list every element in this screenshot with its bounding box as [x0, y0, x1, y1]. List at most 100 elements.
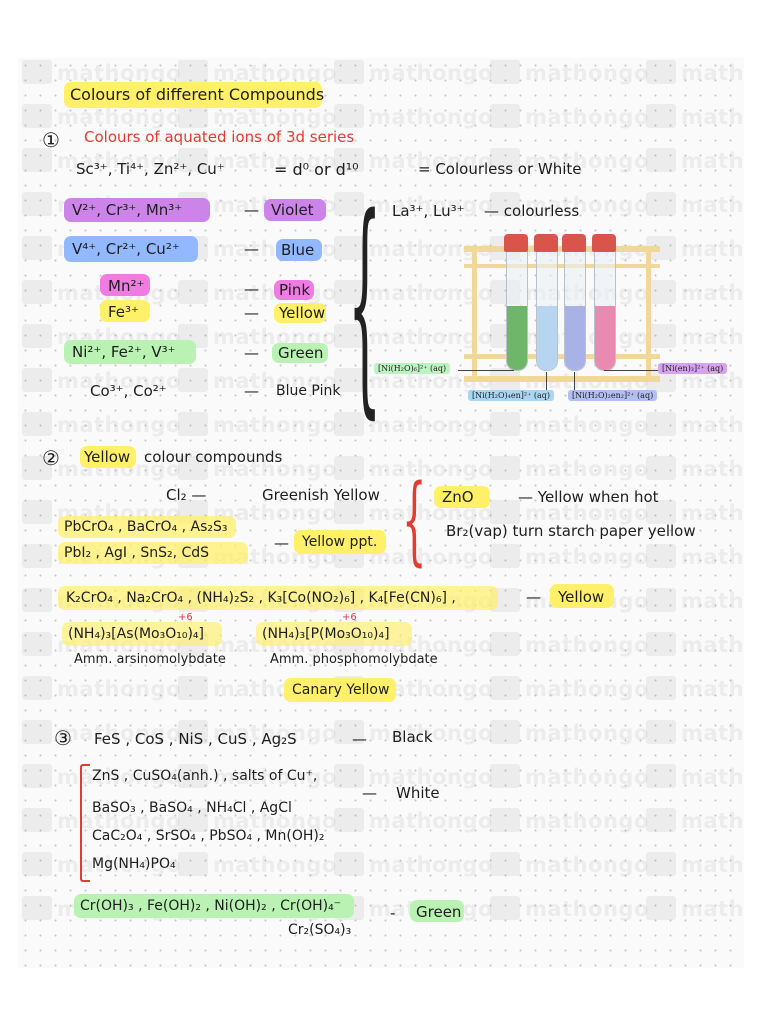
watermark-text: mathongo: [369, 765, 493, 789]
watermark-tile: mathongo: [646, 280, 744, 305]
violet-ions-highlight: [64, 198, 210, 222]
watermark-logo-icon: [490, 104, 520, 128]
dash: —: [244, 382, 259, 400]
violet-label-highlight: [264, 199, 326, 221]
stopper: [562, 234, 586, 252]
watermark-text: mathongo: [525, 853, 649, 877]
watermark-logo-icon: [334, 148, 364, 172]
watermark-logo-icon: [646, 280, 676, 304]
watermark-tile: mathongo: [490, 764, 649, 789]
watermark-logo-icon: [22, 368, 52, 392]
violet-label: Violet: [271, 201, 314, 219]
green-label-highlight-2: [410, 900, 464, 922]
watermark-tile: mathongo: [178, 456, 337, 481]
cobalt-ions: Co³⁺, Co²⁺: [90, 382, 167, 400]
watermark-tile: mathongo: [490, 720, 649, 745]
watermark-logo-icon: [334, 324, 364, 348]
watermark-tile: mathongo: [22, 60, 181, 85]
watermark-tile: mathongo: [646, 808, 744, 833]
watermark-text: mathongo: [369, 61, 493, 85]
green-ions: Ni²⁺, Fe²⁺, V³⁺: [72, 343, 176, 361]
watermark-tile: mathongo: [178, 148, 337, 173]
watermark-tile: mathongo: [646, 676, 744, 701]
watermark-tile: mathongo: [22, 412, 181, 437]
watermark-logo-icon: [490, 148, 520, 172]
watermark-text: mathongo: [57, 105, 181, 129]
watermark-text: mathongo: [369, 853, 493, 877]
watermark-tile: mathongo: [334, 104, 493, 129]
watermark-logo-icon: [646, 324, 676, 348]
watermark-text: mathongo: [57, 413, 181, 437]
watermark-text: mathongo: [369, 457, 493, 481]
test-tube-4: [594, 250, 616, 371]
watermark-tile: mathongo: [646, 544, 744, 569]
pink-ions-highlight: [100, 274, 150, 296]
watermark-logo-icon: [334, 280, 364, 304]
watermark-logo-icon: [646, 500, 676, 524]
watermark-logo-icon: [178, 852, 208, 876]
watermark-tile: mathongo: [490, 192, 649, 217]
watermark-tile: mathongo: [178, 412, 337, 437]
cobalt-label: Blue Pink: [276, 383, 341, 399]
section-1-heading: Colours of aquated ions of 3d series: [84, 128, 355, 146]
watermark-tile: mathongo: [646, 588, 744, 613]
blue-ions: V⁴⁺, Cr²⁺, Cu²⁺: [72, 240, 180, 258]
watermark-text: mathongo: [681, 105, 744, 129]
watermark-tile: mathongo: [178, 808, 337, 833]
watermark-tile: mathongo: [646, 412, 744, 437]
watermark-text: mathongo: [681, 61, 744, 85]
watermark-tile: mathongo: [646, 896, 744, 921]
watermark-tile: mathongo: [646, 632, 744, 657]
zno-highlight: [434, 486, 490, 508]
phosphomolybdate-name: Amm. phosphomolybdate: [270, 652, 438, 667]
yellow-ions: Fe³⁺: [108, 303, 139, 321]
watermark-logo-icon: [334, 60, 364, 84]
watermark-tile: mathongo: [334, 412, 493, 437]
watermark-logo-icon: [646, 412, 676, 436]
watermark-logo-icon: [22, 456, 52, 480]
section-3-number: ③: [54, 726, 72, 750]
watermark-text: mathongo: [681, 149, 744, 173]
watermark-text: mathongo: [57, 721, 181, 745]
long-line-highlight: [58, 586, 498, 610]
watermark-text: mathongo: [525, 809, 649, 833]
watermark-text: mathongo: [525, 545, 649, 569]
watermark-logo-icon: [22, 104, 52, 128]
watermark-logo-icon: [334, 368, 364, 392]
watermark-tile: mathongo: [646, 500, 744, 525]
watermark-text: mathongo: [213, 721, 337, 745]
watermark-logo-icon: [490, 852, 520, 876]
liquid-blue-violet: [565, 306, 585, 370]
rack-post: [646, 246, 651, 382]
watermark-logo-icon: [334, 720, 364, 744]
green-label-2: Green: [416, 903, 462, 921]
canary-yellow-label: Canary Yellow: [292, 682, 390, 698]
watermark-text: mathongo: [525, 61, 649, 85]
watermark-logo-icon: [178, 412, 208, 436]
watermark-tile: mathongo: [334, 764, 493, 789]
watermark-logo-icon: [22, 852, 52, 876]
watermark-tile: mathongo: [646, 852, 744, 877]
red-brace: {: [402, 464, 427, 576]
watermark-tile: mathongo: [334, 852, 493, 877]
watermark-text: mathongo: [681, 545, 744, 569]
watermark-logo-icon: [646, 852, 676, 876]
green-compounds-2: Cr₂(SO₄)₃: [288, 922, 352, 938]
watermark-text: mathongo: [369, 413, 493, 437]
watermark-text: mathongo: [681, 589, 744, 613]
ppt-line-2-highlight: [58, 542, 248, 564]
white-line-2: BaSO₃ , BaSO₄ , NH₄Cl , AgCl: [92, 800, 292, 816]
watermark-tile: mathongo: [22, 852, 181, 877]
watermark-logo-icon: [646, 896, 676, 920]
watermark-text: mathongo: [369, 545, 493, 569]
pink-label-highlight: [274, 280, 314, 300]
watermark-tile: mathongo: [490, 896, 649, 921]
watermark-logo-icon: [334, 236, 364, 260]
violet-ions: V²⁺, Cr³⁺, Mn³⁺: [72, 201, 183, 219]
watermark-tile: mathongo: [334, 192, 493, 217]
watermark-tile: mathongo: [490, 632, 649, 657]
watermark-logo-icon: [178, 764, 208, 788]
phosphomolybdate-formula: (NH₄)₃[P(Mo₃O₁₀)₄]: [262, 626, 390, 642]
watermark-text: mathongo: [57, 369, 181, 393]
watermark-text: mathongo: [681, 809, 744, 833]
